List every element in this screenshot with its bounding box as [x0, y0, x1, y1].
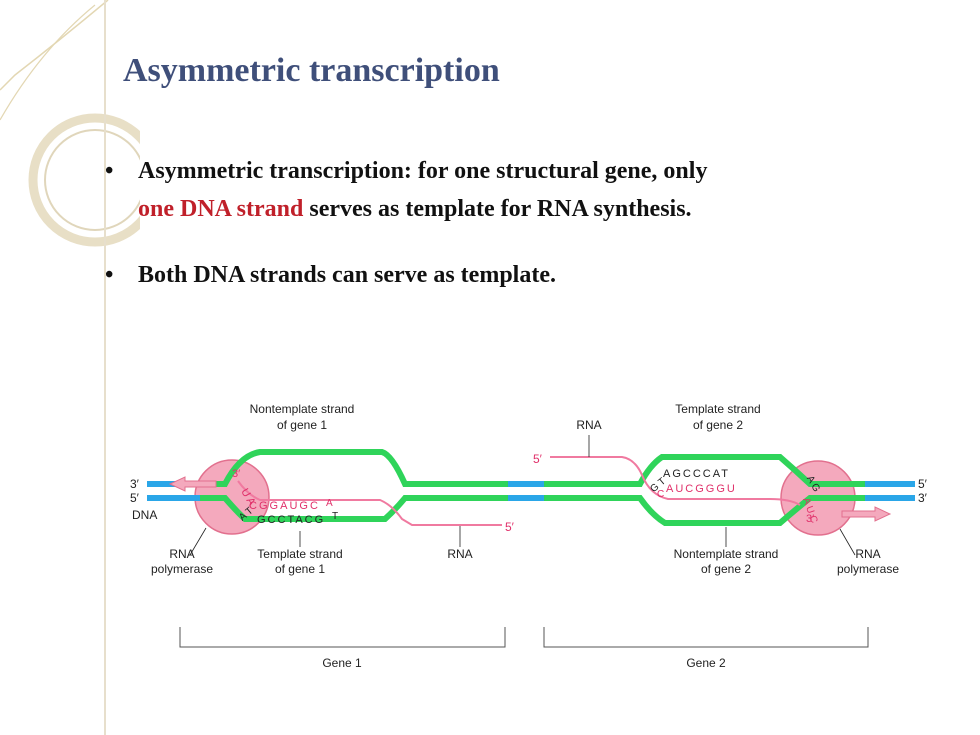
slide-corner-decoration [0, 0, 140, 735]
transcription-diagram: U A C GGAUGC A A T GCCTACG T 3′ G T AGCC… [130, 402, 928, 670]
label-polymerase-left-line1: RNA [169, 547, 194, 561]
gene2-rna-lead: C [657, 489, 664, 500]
bullet-text-continued: serves as template for RNA synthesis. [303, 196, 692, 222]
bullet-marker: • [105, 158, 114, 184]
gene2-template-sequence: AGCCCAT [663, 468, 730, 480]
label-nontemplate-gene1-line1: Nontemplate strand [250, 402, 355, 416]
polymerase-direction-arrow-left [168, 476, 217, 492]
slide-title: Asymmetric transcription [123, 52, 500, 89]
bullet-marker: • [105, 262, 114, 288]
bullet-list: • Asymmetric transcription: for one stru… [105, 152, 965, 294]
label-3prime-left: 3′ [130, 477, 140, 491]
label-dna: DNA [132, 508, 157, 522]
label-5prime-rna-top: 5′ [533, 452, 543, 466]
gene2-template-strand [544, 495, 865, 526]
label-5prime-left: 5′ [130, 491, 140, 505]
label-rna-top: RNA [576, 418, 601, 432]
label-nontemplate-gene2-line2: of gene 2 [701, 562, 751, 576]
bullet-item-1: • Asymmetric transcription: for one stru… [105, 152, 965, 228]
polymerase-direction-arrow-right [841, 506, 892, 522]
gene1-template-strand [200, 495, 508, 522]
bubble2-three-prime: 3′ [806, 513, 814, 525]
gene2-bracket [543, 627, 869, 648]
gene1-template-sequence: GCCTACG [257, 514, 325, 526]
label-template-gene1-line2: of gene 1 [275, 562, 325, 576]
label-5prime-rna-bottom: 5′ [505, 520, 515, 534]
label-polymerase-right-line2: polymerase [837, 562, 899, 576]
dna-end-mid-bottom [508, 495, 544, 501]
label-polymerase-right-line1: RNA [855, 547, 880, 561]
label-gene2: Gene 2 [686, 656, 726, 670]
label-rna-bottom: RNA [447, 547, 472, 561]
gene1-template-tail: T [332, 511, 338, 522]
bullet-text: Asymmetric transcription: for one struct… [138, 158, 708, 184]
gene1-nontemplate-strand [200, 449, 508, 487]
label-3prime-right: 3′ [918, 491, 928, 505]
gene2-nontemplate-strand [544, 454, 865, 487]
label-gene1: Gene 1 [322, 656, 362, 670]
polymerase-left-leader [189, 527, 207, 556]
bullet-text: Both DNA strands can serve as template. [138, 262, 556, 288]
highlight-text: one DNA strand [138, 196, 304, 222]
gene2-rna-strand [550, 456, 801, 506]
label-nontemplate-gene1-line2: of gene 1 [277, 418, 327, 432]
gene1-bracket [179, 627, 506, 648]
polymerase-right-leader [839, 528, 856, 556]
label-template-gene2-line1: Template strand [675, 402, 760, 416]
dna-end-right-bottom [865, 495, 915, 501]
gene1-rna-tail: A [326, 498, 333, 509]
label-template-gene1-line1: Template strand [257, 547, 342, 561]
dna-end-left-bottom [147, 495, 217, 501]
bullet-item-2: • Both DNA strands can serve as template… [105, 256, 965, 294]
bubble1-three-prime: 3′ [232, 468, 240, 480]
gene1-rna-sequence: GGAUGC [259, 500, 320, 512]
label-polymerase-left-line2: polymerase [151, 562, 213, 576]
gene1-rna-lead-c: C [249, 500, 257, 512]
gene1-rna-strand [237, 480, 502, 526]
dna-end-mid-top [508, 481, 544, 487]
label-nontemplate-gene2-line1: Nontemplate strand [674, 547, 779, 561]
label-template-gene2-line2: of gene 2 [693, 418, 743, 432]
gene2-rna-sequence: AUCGGGU [666, 483, 737, 495]
label-5prime-right: 5′ [918, 477, 928, 491]
dna-end-right-top [865, 481, 915, 487]
